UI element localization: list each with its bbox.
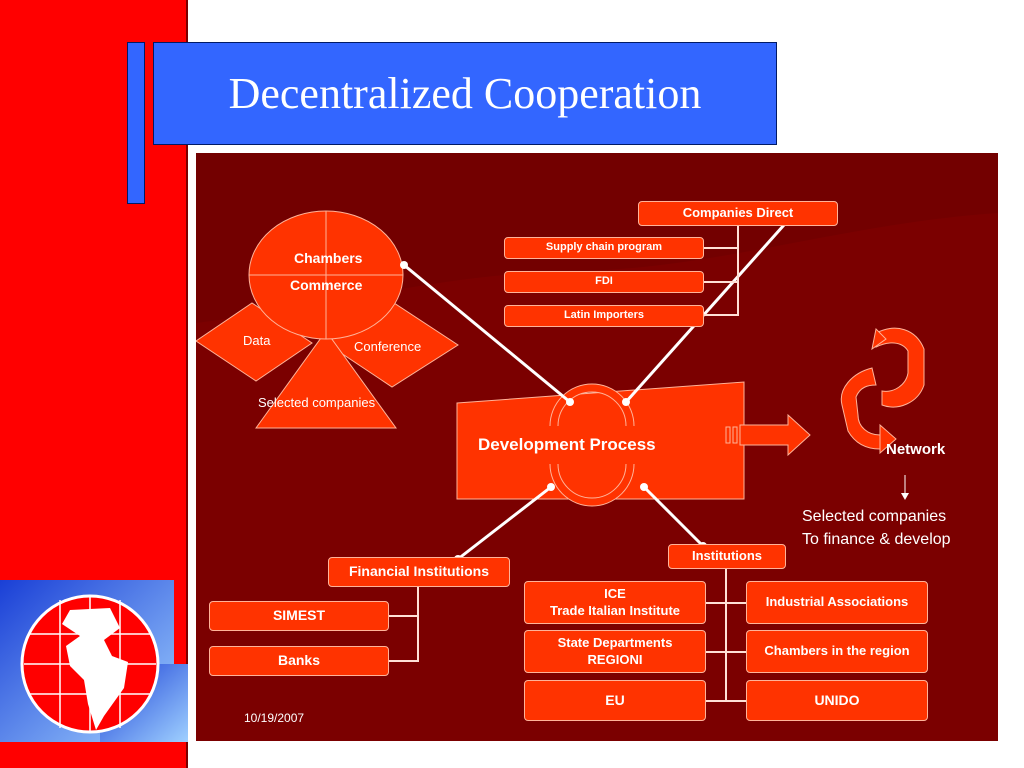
data-label: Data <box>243 333 271 348</box>
chambers-region-box: Chambers in the region <box>746 630 928 673</box>
cycle-arrows-icon <box>840 327 925 455</box>
footer-date: 10/19/2007 <box>244 711 305 725</box>
development-process-label: Development Process <box>478 435 656 454</box>
title-accent-bar <box>127 42 145 204</box>
page-title: Decentralized Cooperation <box>228 69 702 118</box>
conference-label: Conference <box>354 339 422 354</box>
simest-box: SIMEST <box>209 601 389 631</box>
companies-direct-header: Companies Direct <box>638 201 838 226</box>
supply-chain-box: Supply chain program <box>504 237 704 259</box>
selected-companies-label: Selected companies <box>258 395 376 410</box>
financial-institutions-header: Financial Institutions <box>328 557 510 587</box>
fdi-box: FDI <box>504 271 704 293</box>
network-caption-1: Selected companies <box>802 508 947 525</box>
commerce-label: Commerce <box>290 277 363 293</box>
diagram-panel: Chambers Commerce Data Conference Select… <box>196 153 998 741</box>
eu-box: EU <box>524 680 706 721</box>
institutions-header: Institutions <box>668 544 786 569</box>
unido-box: UNIDO <box>746 680 928 721</box>
chambers-label: Chambers <box>294 250 363 266</box>
selected-companies-triangle <box>255 330 397 429</box>
industrial-associations-box: Industrial Associations <box>746 581 928 624</box>
development-process-shape <box>456 381 745 500</box>
banks-box: Banks <box>209 646 389 676</box>
title-banner: Decentralized Cooperation <box>153 42 777 145</box>
data-petal <box>196 302 313 382</box>
right-arrow-icon <box>739 413 811 457</box>
globe-logo-icon <box>0 580 188 742</box>
network-caption-2: To finance & develop <box>802 531 951 548</box>
network-label: Network <box>886 441 946 458</box>
latin-importers-box: Latin Importers <box>504 305 704 327</box>
